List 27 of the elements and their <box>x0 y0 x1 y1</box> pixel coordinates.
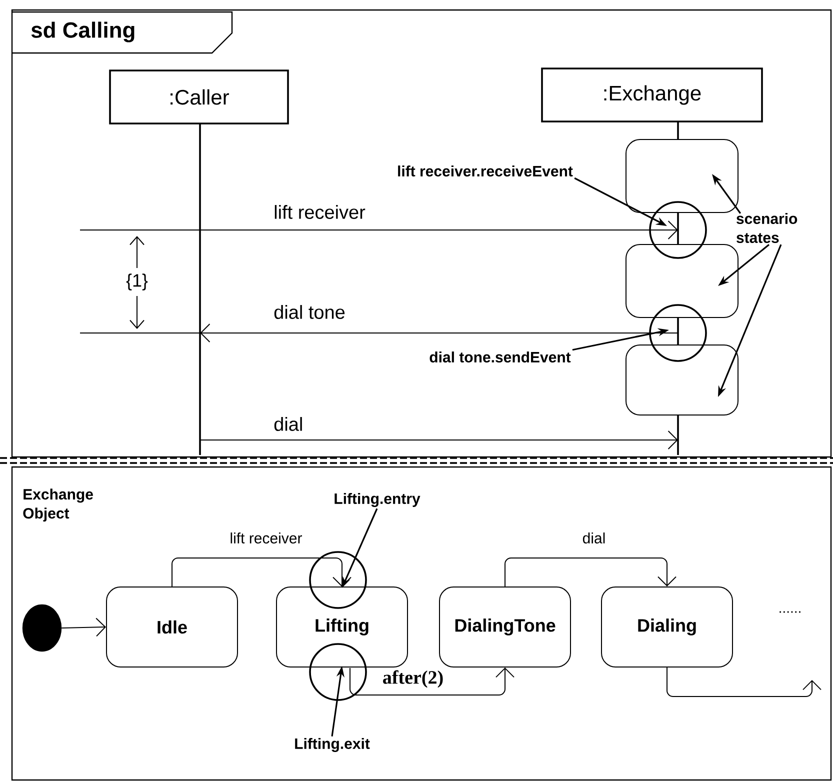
initial-state-dot <box>22 604 62 652</box>
constraint-label: {1} <box>126 274 148 290</box>
annotation-text: Lifting.entry <box>334 492 420 508</box>
edge-label: lift receiver <box>228 532 304 544</box>
event-circle <box>649 304 707 362</box>
transition-arrow <box>666 667 822 697</box>
ellipsis-text: ...... <box>780 611 800 613</box>
message-arrow <box>80 220 678 240</box>
state-box: Idle <box>106 586 238 668</box>
edge-label: after(2) <box>381 669 445 689</box>
scenario-state-box <box>626 139 738 213</box>
transition-arrow <box>61 618 106 637</box>
transition-arrow <box>350 668 514 696</box>
state-box: DialingTone <box>439 586 571 668</box>
transition-arrow <box>504 558 676 587</box>
transition-arrow <box>172 558 352 587</box>
event-circle <box>309 551 367 609</box>
state-box: Dialing <box>601 586 733 668</box>
annotation-text: Lifting.exit <box>295 738 370 752</box>
edge-label: dial <box>581 532 607 544</box>
scenario-state-box <box>626 244 738 318</box>
scenario-state-box <box>626 344 738 416</box>
event-circle <box>309 643 367 701</box>
state-box: Lifting <box>276 586 408 668</box>
message-arrow <box>200 324 678 342</box>
message-arrow <box>200 430 678 450</box>
event-circle <box>649 201 707 259</box>
